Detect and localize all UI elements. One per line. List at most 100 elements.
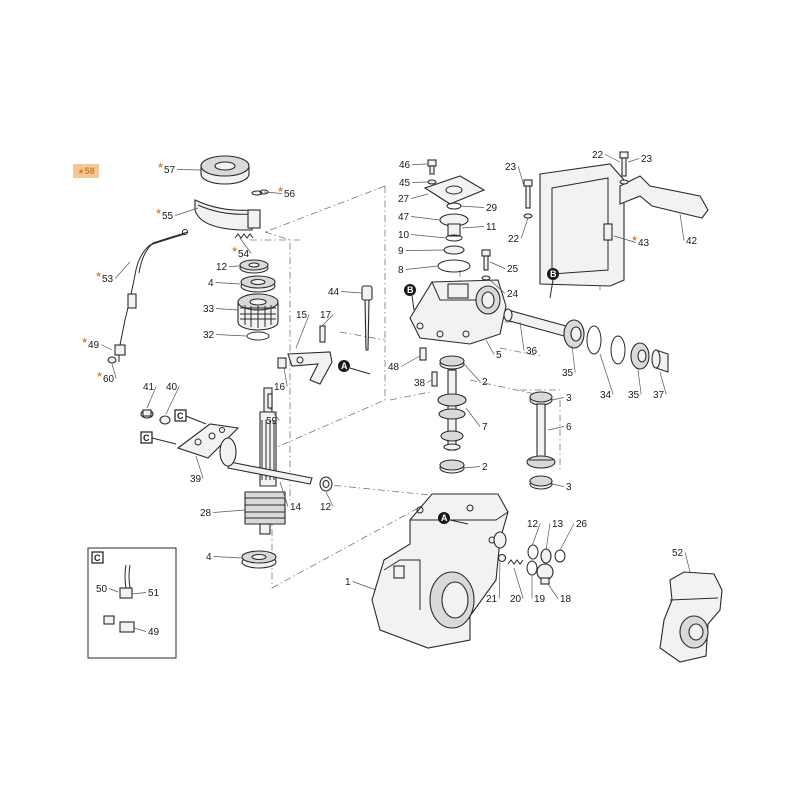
callout-56[interactable]: 56★: [263, 185, 296, 200]
callout-15[interactable]: 15: [295, 310, 310, 349]
callout-number: 12: [216, 262, 228, 273]
callout-40[interactable]: 40: [165, 382, 180, 415]
callout-23[interactable]: 23: [505, 162, 525, 187]
callout-leader: [519, 321, 525, 351]
callout-9[interactable]: 9: [398, 246, 445, 257]
callout-29[interactable]: 29: [459, 203, 498, 214]
callout-36[interactable]: 36: [519, 321, 538, 357]
callout-37[interactable]: 37: [653, 371, 667, 401]
tag-c-letter: C: [177, 411, 184, 421]
callout-60[interactable]: 60★: [96, 363, 117, 385]
callout-12[interactable]: 12: [216, 262, 241, 273]
ring-13: [540, 548, 552, 564]
tag-c-letter: C: [94, 553, 101, 563]
callout-3[interactable]: 3: [551, 482, 572, 493]
callout-16[interactable]: 16: [274, 367, 288, 393]
callout-leader: [325, 491, 334, 507]
callout-39[interactable]: 39: [190, 455, 204, 485]
callout-57[interactable]: 57★: [157, 161, 202, 176]
view-tag-a-lever[interactable]: A: [338, 360, 371, 375]
callout-1[interactable]: 1: [345, 577, 377, 591]
callout-4[interactable]: 4: [206, 552, 243, 563]
callout-48[interactable]: 48: [388, 355, 421, 373]
callout-12[interactable]: 12: [320, 491, 334, 513]
ring-9: [443, 245, 465, 255]
washer-22-left: [523, 213, 533, 219]
callout-55[interactable]: 55★: [155, 207, 199, 222]
callout-28[interactable]: 28: [200, 508, 246, 519]
callout-59[interactable]: 59: [266, 407, 280, 427]
callout-49[interactable]: 49★: [81, 336, 113, 351]
callout-41[interactable]: 41: [143, 382, 157, 409]
callout-2[interactable]: 2: [463, 462, 488, 473]
bolt-25: [481, 249, 491, 271]
callout-42[interactable]: 42: [679, 213, 698, 247]
callout-leader: [551, 483, 565, 487]
callout-27[interactable]: 27: [398, 193, 429, 205]
callout-10[interactable]: 10: [398, 230, 447, 241]
callout-24[interactable]: 24: [489, 279, 519, 300]
callout-52[interactable]: 52: [672, 548, 691, 573]
callout-33[interactable]: 33: [203, 304, 239, 315]
star-icon: ★: [95, 270, 102, 279]
callout-12[interactable]: 12: [527, 519, 541, 547]
callout-number: 52: [672, 548, 684, 559]
callout-22[interactable]: 22: [508, 217, 529, 245]
callout-32[interactable]: 32: [203, 330, 247, 341]
callout-17[interactable]: 17: [320, 310, 334, 327]
callout-leader: [263, 191, 283, 194]
callout-5[interactable]: 5: [485, 339, 502, 361]
callout-leader: [146, 386, 157, 409]
callout-34[interactable]: 34: [599, 353, 614, 401]
callout-number: 8: [398, 265, 404, 276]
callout-25[interactable]: 25: [489, 261, 519, 275]
callout-leader: [401, 355, 421, 367]
view-tag-b-housing[interactable]: B: [404, 284, 416, 311]
callout-46[interactable]: 46: [399, 160, 429, 171]
callout-50[interactable]: 50: [96, 584, 119, 595]
callout-51[interactable]: 51: [131, 588, 160, 599]
callout-44[interactable]: 44: [328, 287, 363, 298]
callout-6[interactable]: 6: [547, 422, 572, 433]
view-tag-c-upper[interactable]: C: [174, 409, 207, 425]
bearing-3-lower: [529, 475, 553, 490]
callout-53[interactable]: 53★: [95, 261, 131, 285]
callout-number: 33: [203, 304, 215, 315]
callout-23[interactable]: 23: [627, 154, 653, 165]
callout-4[interactable]: 4: [208, 278, 241, 289]
callout-18[interactable]: 18: [547, 583, 572, 605]
callout-20[interactable]: 20: [510, 567, 524, 605]
view-tag-c-lower[interactable]: C: [140, 431, 177, 445]
callout-26[interactable]: 26: [559, 519, 588, 551]
pin-48: [419, 347, 427, 361]
callout-leader: [131, 592, 147, 595]
fitting-49-60: [107, 344, 126, 364]
callout-13[interactable]: 13: [545, 519, 564, 551]
callout-3[interactable]: 3: [551, 393, 572, 404]
callout-43[interactable]: 43★: [613, 234, 650, 249]
shaft-14: [219, 437, 313, 485]
callout-49[interactable]: 49: [133, 627, 160, 638]
bolt-16: [277, 357, 287, 369]
callout-7[interactable]: 7: [465, 407, 488, 433]
callout-leader: [489, 279, 506, 294]
callout-number: 18: [560, 594, 572, 605]
callout-11[interactable]: 11: [461, 222, 497, 233]
callout-35[interactable]: 35: [562, 345, 576, 379]
callout-14[interactable]: 14: [279, 481, 302, 513]
callout-45[interactable]: 45: [399, 178, 429, 189]
shaft-36: [503, 308, 567, 337]
view-tag-a-housing[interactable]: A: [438, 512, 469, 525]
callout-21[interactable]: 21: [486, 561, 501, 605]
callout-47[interactable]: 47: [398, 212, 441, 223]
callout-38[interactable]: 38: [414, 378, 433, 389]
view-tag-b-bracket[interactable]: B: [547, 268, 559, 299]
callout-leader: [216, 308, 239, 311]
callout-19[interactable]: 19: [531, 576, 546, 605]
callout-35[interactable]: 35: [628, 369, 642, 401]
callout-22[interactable]: 22: [592, 150, 621, 163]
callout-54[interactable]: 54★: [231, 237, 252, 260]
callout-2[interactable]: 2: [463, 363, 488, 388]
callout-8[interactable]: 8: [398, 265, 439, 276]
callout-leader: [498, 561, 501, 599]
